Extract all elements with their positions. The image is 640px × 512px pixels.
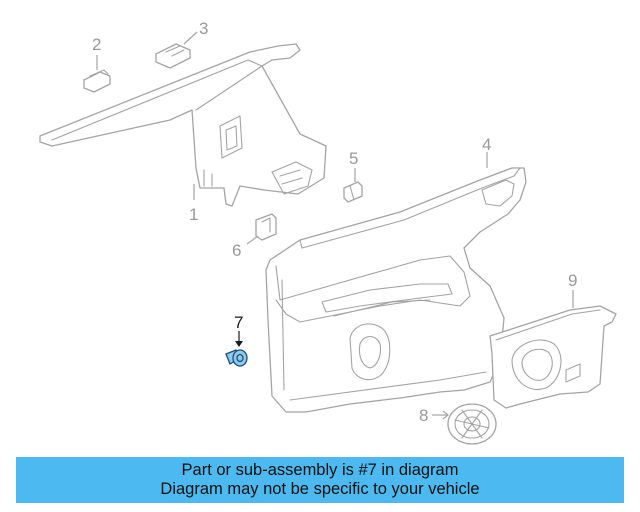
callout-4[interactable]: 4 (482, 135, 491, 154)
arrowhead-7 (235, 341, 243, 347)
leader-6 (246, 235, 259, 245)
callout-6[interactable]: 6 (232, 241, 241, 260)
banner-line-2: Diagram may not be specific to your vehi… (160, 480, 480, 498)
callout-5[interactable]: 5 (349, 149, 358, 168)
callout-1[interactable]: 1 (189, 205, 198, 224)
part-9-speaker-housing[interactable] (489, 305, 617, 409)
callout-2[interactable]: 2 (92, 35, 101, 54)
part-3-clip[interactable] (155, 43, 191, 69)
callout-3[interactable]: 3 (199, 19, 208, 38)
part-1-quarter-trim-panel[interactable] (39, 43, 327, 207)
part-5-bracket[interactable] (343, 181, 363, 203)
callout-7[interactable]: 7 (234, 313, 243, 332)
arrowhead-8 (442, 410, 449, 420)
banner-line-1: Part or sub-assembly is #7 in diagram (181, 461, 459, 479)
leader-3 (183, 31, 198, 45)
part-6-clip[interactable] (255, 213, 277, 241)
info-banner: Part or sub-assembly is #7 in diagram Di… (16, 457, 624, 503)
callout-8[interactable]: 8 (419, 406, 428, 425)
part-4-door-trim-panel[interactable] (265, 167, 527, 413)
callout-9[interactable]: 9 (568, 271, 577, 290)
part-8-speaker[interactable] (447, 403, 497, 445)
part-2-clip[interactable] (83, 69, 111, 93)
part-7-push-pin-retainer[interactable] (225, 349, 248, 367)
